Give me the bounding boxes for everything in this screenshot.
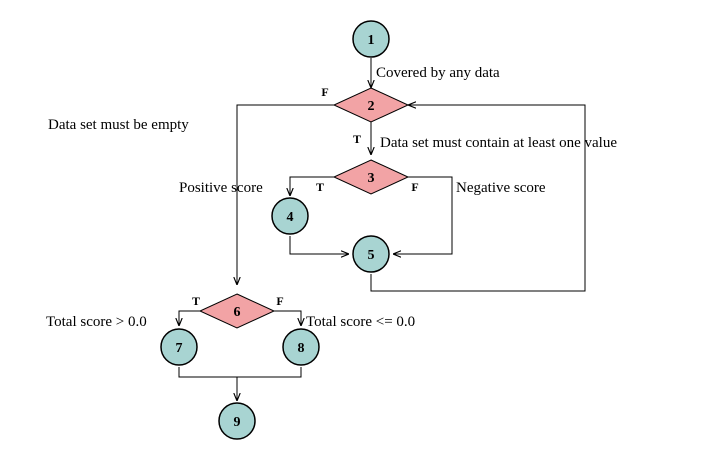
node-9-circle [218, 402, 256, 440]
node-4: 4 [271, 197, 309, 235]
annotation-at-least-one: Data set must contain at least one value [380, 135, 617, 151]
node-1-label: 1 [368, 33, 375, 48]
edge-4-to-5 [289, 236, 349, 254]
node-4-circle [271, 197, 309, 235]
annotation-total-gt: Total score > 0.0 [46, 314, 147, 330]
node-3-diamond [332, 159, 410, 195]
edge-5-to-2-loop [370, 105, 586, 292]
annotation-positive-score: Positive score [179, 180, 263, 196]
branch-label-3-true: T [316, 180, 324, 194]
node-7-circle [160, 328, 198, 366]
annotation-total-le: Total score <= 0.0 [306, 314, 415, 330]
edge-6-to-7-true [179, 310, 200, 326]
node-2-label: 2 [368, 99, 375, 114]
node-8-label: 8 [298, 341, 305, 356]
node-3-label: 3 [368, 171, 375, 186]
node-8: 8 [282, 328, 320, 366]
node-5-label: 5 [368, 248, 375, 263]
node-4-label: 4 [287, 210, 294, 225]
edge-8-to-9 [237, 367, 302, 378]
annotation-covered: Covered by any data [376, 65, 500, 81]
edge-2-to-6-false [237, 104, 334, 285]
branch-label-2-true: T [353, 132, 361, 146]
node-9: 9 [218, 402, 256, 440]
node-2-diamond [332, 87, 410, 123]
branch-label-6-true: T [192, 294, 200, 308]
node-1-circle [352, 20, 390, 58]
node-2: 2 [332, 87, 410, 123]
node-9-label: 9 [234, 415, 241, 430]
branch-label-2-false: F [321, 85, 328, 99]
node-8-circle [282, 328, 320, 366]
edge-7-to-9 [178, 367, 237, 401]
node-5: 5 [352, 235, 390, 273]
branch-label-6-false: F [276, 294, 283, 308]
node-6: 6 [198, 293, 276, 329]
node-5-circle [352, 235, 390, 273]
annotation-negative-score: Negative score [456, 180, 546, 196]
branch-label-3-false: F [411, 180, 418, 194]
edge-6-to-8-false [274, 310, 301, 326]
node-1: 1 [352, 20, 390, 58]
node-7-label: 7 [176, 341, 183, 356]
node-3: 3 [332, 159, 410, 195]
node-6-diamond [198, 293, 276, 329]
node-6-label: 6 [234, 305, 241, 320]
edge-3-to-4-true [290, 176, 334, 196]
edge-3-to-5-false [393, 176, 453, 254]
node-7: 7 [160, 328, 198, 366]
annotation-must-be-empty: Data set must be empty [48, 117, 189, 133]
